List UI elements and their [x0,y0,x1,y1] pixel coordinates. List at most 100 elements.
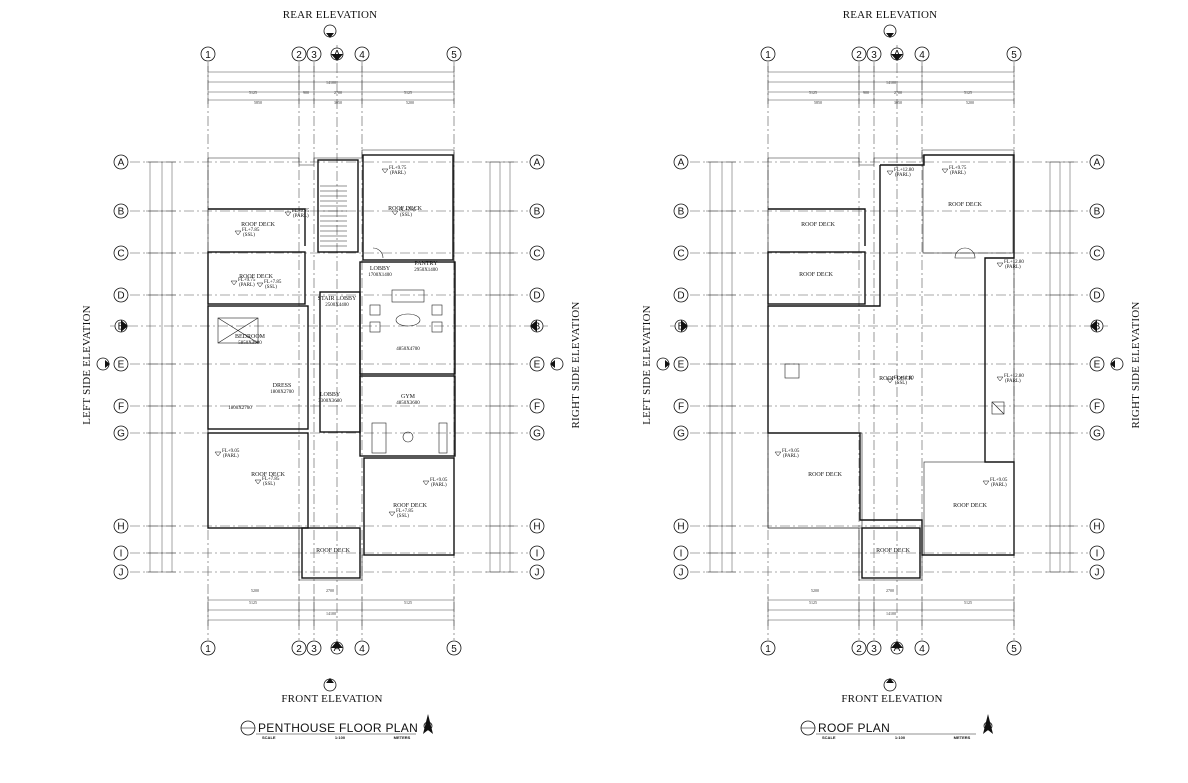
grid-bubble-right [529,287,545,303]
level-marker-icon [982,480,990,486]
level-tag-type: (SSL) [895,381,907,386]
roof-vent-diagonal [991,401,1005,415]
grid-bubble-left [113,245,129,261]
section-b-label: B [534,322,541,333]
level-tag-value: FL+7.85 [262,477,280,482]
grid-bubble-left [113,545,129,561]
section-a-arrow-icon [891,54,903,61]
dimension-text-bottom: 2700 [886,588,894,593]
section-a-label: A [894,49,901,60]
grid-letter-left: E [118,360,125,371]
level-marker-icon [214,451,222,457]
dimension-total-top: 14100 [886,80,896,85]
scale-label: SCALE [822,735,836,740]
elevation-marker-arrow-icon [550,360,555,368]
grid-letter-left: B [678,207,685,218]
level-marker-icon [234,230,242,236]
room-dimensions: 1800X2700 [228,406,252,411]
grid-number-top: 3 [871,50,877,61]
level-tag-value: FL+9.05 [430,478,448,483]
grid-bubble-top [446,46,462,62]
grid-bubble-left [113,287,129,303]
north-arrow-ring [983,721,993,731]
level-tag-value: FL+9.05 [222,449,240,454]
room-dimensions: 2500X4400 [325,303,349,308]
dimension-text-top: 5125 [404,90,412,95]
dimension-total-bottom: 14100 [326,611,336,616]
elevation-marker-icon [656,357,670,371]
grid-bubble-right [529,154,545,170]
grid-bubble-right [1089,245,1105,261]
grid-number-top: 5 [451,50,457,61]
level-tag-value: FL+12.80 [1004,374,1024,379]
grid-number-bottom: 4 [359,644,365,655]
level-tag-type: (PARL) [239,283,255,288]
grid-bubble-left [113,203,129,219]
room-dimensions: 4850X3600 [396,401,420,406]
section-b-arrow-icon [530,320,537,332]
room-name: ROOF DECK [953,503,988,509]
level-tag-value: FL+9.75 [389,166,407,171]
section-a-arrow-icon [331,641,343,648]
grid-bubble-bottom [1006,640,1022,656]
section-b-arrow-icon [121,320,128,332]
elevation-marker-icon [883,24,897,38]
grid-number-bottom: 5 [451,644,457,655]
grid-letter-right: I [536,549,539,560]
grid-bubble-right [1089,564,1105,580]
grid-bubble-top [866,46,882,62]
level-tag-value: FL+12.80 [894,168,914,173]
grid-bubble-left [113,356,129,372]
roof-parapet-b [767,251,866,305]
room-dimensions: 1700X1400 [368,273,392,278]
level-tag-type: (PARL) [950,171,966,176]
grid-bubble-right [529,564,545,580]
dimension-text-bottom: 5200 [251,588,259,593]
elevation-marker-icon [883,678,897,692]
room-dimensions: 4850X4700 [396,347,420,352]
grid-letter-left: F [678,402,684,413]
level-marker-icon [254,479,262,485]
grid-number-top: 2 [856,50,862,61]
grid-bubble-right [1089,425,1105,441]
grid-number-bottom: 1 [205,644,211,655]
grid-letter-right: J [1095,568,1100,579]
grid-bubble-right [1089,518,1105,534]
level-marker-icon [381,168,389,174]
grid-letter-left: H [117,522,124,533]
level-marker-icon [886,170,894,176]
grid-bubble-bottom [866,640,882,656]
section-a-arrow-icon [331,54,343,61]
level-tag-type: (PARL) [895,173,911,178]
grid-bubble-bottom [200,640,216,656]
gym-machine-icon [402,431,414,443]
elevation-marker-arrow-icon [886,678,894,683]
room-name: ROOF DECK [251,472,286,478]
elevation-marker-arrow-icon [1110,360,1115,368]
dimension-text-top2: 5200 [966,100,974,105]
level-tag-value: FL+7.85 [242,228,260,233]
stair-core-wall [317,159,359,253]
dimension-text-top: 900 [303,90,309,95]
grid-letter-left: G [117,429,125,440]
grid-bubble-left [673,518,689,534]
grid-bubble-top [914,46,930,62]
level-marker-icon [284,211,292,217]
treadmill-icon [371,422,387,454]
room-name: ROOF DECK [239,274,274,280]
front-elevation-label: FRONT ELEVATION [281,693,382,705]
level-tag-type: (SSL) [400,213,412,218]
room-name: ROOF DECK [879,376,914,382]
roof-front-deck [861,527,921,579]
level-tag-type: (PARL) [390,171,406,176]
grid-letter-right: C [533,249,540,260]
level-tag-value: FL+7.85 [399,208,417,213]
grid-bubble-left [113,154,129,170]
grid-bubble-left [673,398,689,414]
section-b-label: B [118,322,125,333]
level-tag-type: (PARL) [783,454,799,459]
grid-number-top: 3 [311,50,317,61]
north-arrow-icon [423,714,433,734]
grid-letter-left: J [119,568,124,579]
